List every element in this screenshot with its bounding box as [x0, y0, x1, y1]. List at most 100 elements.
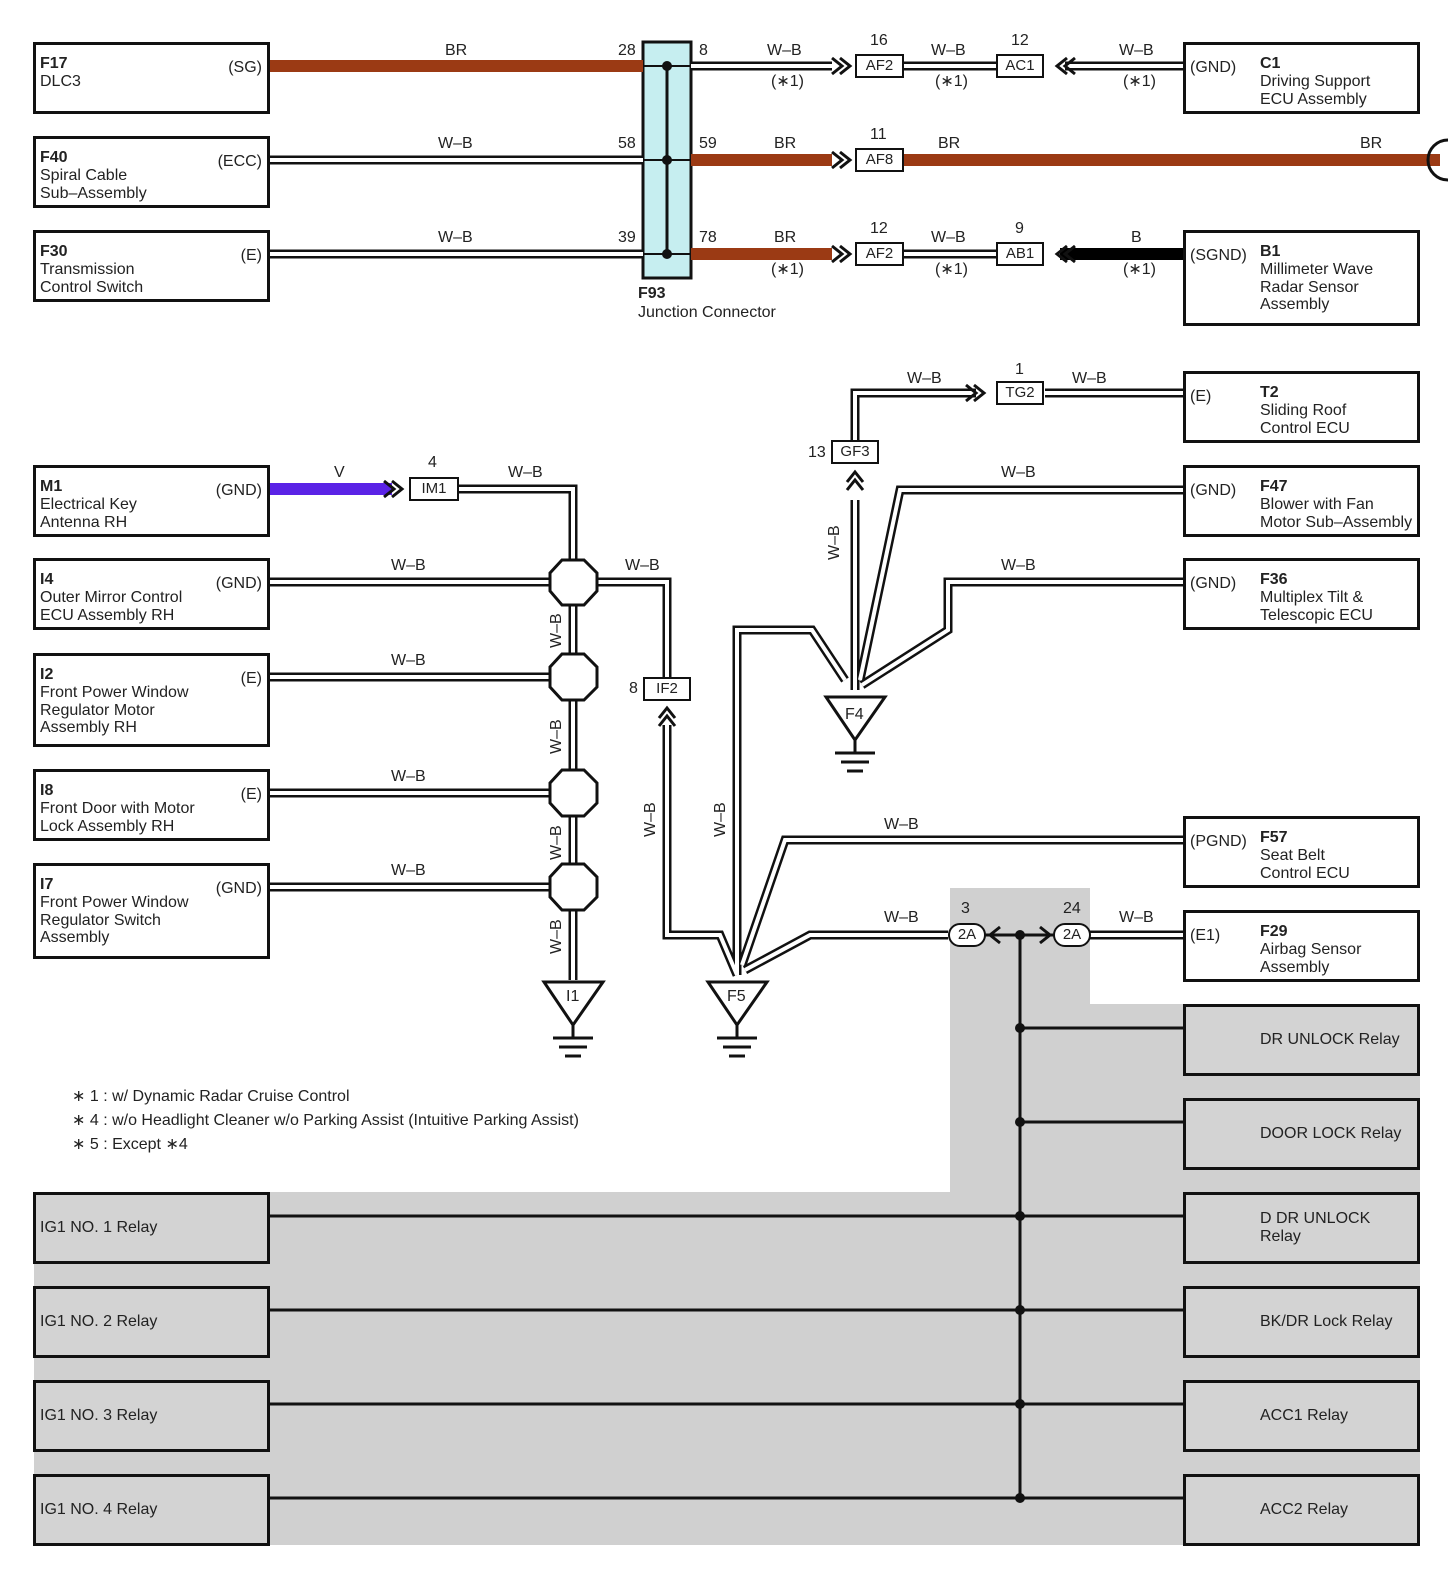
connector-af8: AF8 — [855, 148, 904, 172]
pin-label: (E) — [240, 670, 262, 687]
wire-label: (∗1) — [771, 73, 804, 90]
component-i4: I4 Outer Mirror Control ECU Assembly RH … — [33, 558, 270, 630]
pin-number: 11 — [870, 126, 887, 143]
connector-ac1: AC1 — [996, 54, 1044, 78]
component-code: F40 — [40, 149, 68, 166]
component-t2: (E) T2 Sliding Roof Control ECU — [1183, 371, 1420, 443]
component-code: F57 — [1260, 829, 1288, 846]
pin-number: 58 — [618, 135, 636, 152]
pin-number: 16 — [870, 32, 888, 49]
pin-number: 12 — [870, 220, 888, 237]
footnote: ∗ 4 : w/o Headlight Cleaner w/o Parking … — [72, 1112, 579, 1129]
wire-label: W–B — [931, 229, 966, 246]
relay-label: IG1 NO. 4 Relay — [40, 1501, 158, 1518]
wire-label: W–B — [1001, 557, 1036, 574]
wire-label: W–B — [391, 652, 426, 669]
pin-number: 1 — [1015, 361, 1024, 378]
component-name: Driving Support ECU Assembly — [1260, 73, 1371, 108]
relay-label: IG1 NO. 3 Relay — [40, 1407, 158, 1424]
pin-number: 78 — [699, 229, 717, 246]
relay-label: BK/DR Lock Relay — [1260, 1313, 1393, 1330]
f93-name: Junction Connector — [638, 304, 776, 321]
component-code: M1 — [40, 478, 63, 495]
pin-number: 13 — [808, 444, 826, 461]
relay-label: ACC2 Relay — [1260, 1501, 1349, 1518]
connector-af2-top: AF2 — [855, 54, 904, 78]
relay-dr-unlock: DR UNLOCK Relay — [1183, 1004, 1420, 1076]
component-i8: I8 Front Door with Motor Lock Assembly R… — [33, 769, 270, 841]
component-name: Spiral Cable Sub–Assembly — [40, 167, 147, 202]
component-code: T2 — [1260, 384, 1279, 401]
component-name: Seat Belt Control ECU — [1260, 847, 1350, 882]
component-f40: F40 Spiral Cable Sub–Assembly (ECC) — [33, 136, 270, 208]
component-code: F47 — [1260, 478, 1288, 495]
ground-label: I1 — [566, 988, 580, 1005]
wire-label: (∗1) — [935, 73, 968, 90]
connector-2a-left: 2A — [948, 923, 986, 947]
component-code: F17 — [40, 55, 68, 72]
connector-gf3: GF3 — [831, 440, 879, 464]
component-code: I7 — [40, 876, 54, 893]
wire-label: W–B — [884, 909, 919, 926]
wire-label: W–B — [1119, 42, 1154, 59]
wire-label-vertical: W–B — [548, 825, 565, 860]
pin-label: (GND) — [215, 482, 262, 499]
component-name: Electrical Key Antenna RH — [40, 496, 137, 531]
component-code: B1 — [1260, 243, 1281, 260]
component-code: F30 — [40, 243, 68, 260]
component-name: Blower with Fan Motor Sub–Assembly — [1260, 496, 1413, 531]
wire-label-vertical: W–B — [826, 525, 843, 560]
component-b1: (SGND) B1 Millimeter Wave Radar Sensor A… — [1183, 230, 1420, 326]
component-name: Front Power Window Regulator Switch Asse… — [40, 894, 189, 946]
wire-label: W–B — [625, 557, 660, 574]
pin-number: 9 — [1015, 220, 1024, 237]
relay-label: IG1 NO. 1 Relay — [40, 1219, 158, 1236]
pin-label: (GND) — [1190, 575, 1237, 592]
component-f17: F17 DLC3 (SG) — [33, 42, 270, 114]
pin-label: (E1) — [1190, 927, 1221, 944]
component-name: Front Power Window Regulator Motor Assem… — [40, 684, 189, 736]
pin-number: 59 — [699, 135, 717, 152]
component-f30: F30 Transmission Control Switch (E) — [33, 230, 270, 302]
pin-number: 4 — [428, 454, 437, 471]
relay-ig1-no1: IG1 NO. 1 Relay — [33, 1192, 270, 1264]
pin-number: 12 — [1011, 32, 1029, 49]
pin-label: (GND) — [1190, 482, 1237, 499]
pin-label: (GND) — [1190, 59, 1237, 76]
pin-label: (GND) — [215, 880, 262, 897]
wire-label: W–B — [1119, 909, 1154, 926]
wire-label: BR — [938, 135, 961, 152]
wire-label: W–B — [391, 557, 426, 574]
wire-label-vertical: W–B — [548, 613, 565, 648]
pin-label: (SGND) — [1190, 247, 1247, 264]
pin-number: 8 — [629, 680, 638, 697]
wire-label: (∗1) — [1123, 73, 1156, 90]
wire-label: W–B — [391, 862, 426, 879]
component-code: F36 — [1260, 571, 1288, 588]
footnote: ∗ 1 : w/ Dynamic Radar Cruise Control — [72, 1088, 350, 1105]
relay-ig1-no3: IG1 NO. 3 Relay — [33, 1380, 270, 1452]
component-name: Outer Mirror Control ECU Assembly RH — [40, 589, 183, 624]
relay-label: ACC1 Relay — [1260, 1407, 1349, 1424]
relay-bk-dr-lock: BK/DR Lock Relay — [1183, 1286, 1420, 1358]
wire-label: W–B — [391, 768, 426, 785]
pin-label: (SG) — [228, 59, 262, 76]
connector-af2-bottom: AF2 — [855, 242, 904, 266]
wire-label: W–B — [1072, 370, 1107, 387]
wire-label: BR — [1360, 135, 1383, 152]
component-code: I2 — [40, 666, 54, 683]
relay-ig1-no4: IG1 NO. 4 Relay — [33, 1474, 270, 1546]
component-f57: (PGND) F57 Seat Belt Control ECU — [1183, 816, 1420, 888]
wire-label: W–B — [931, 42, 966, 59]
pin-number: 3 — [961, 900, 970, 917]
component-name: DLC3 — [40, 73, 81, 90]
pin-label: (E) — [240, 247, 262, 264]
component-f36: (GND) F36 Multiplex Tilt & Telescopic EC… — [1183, 558, 1420, 630]
wire-label: B — [1131, 229, 1142, 246]
connector-im1: IM1 — [409, 477, 459, 501]
pin-label: (PGND) — [1190, 833, 1247, 850]
wire-label: BR — [445, 42, 468, 59]
pin-label: (GND) — [215, 575, 262, 592]
connector-if2: IF2 — [643, 677, 691, 701]
relay-d-dr-unlock: D DR UNLOCK Relay — [1183, 1192, 1420, 1264]
